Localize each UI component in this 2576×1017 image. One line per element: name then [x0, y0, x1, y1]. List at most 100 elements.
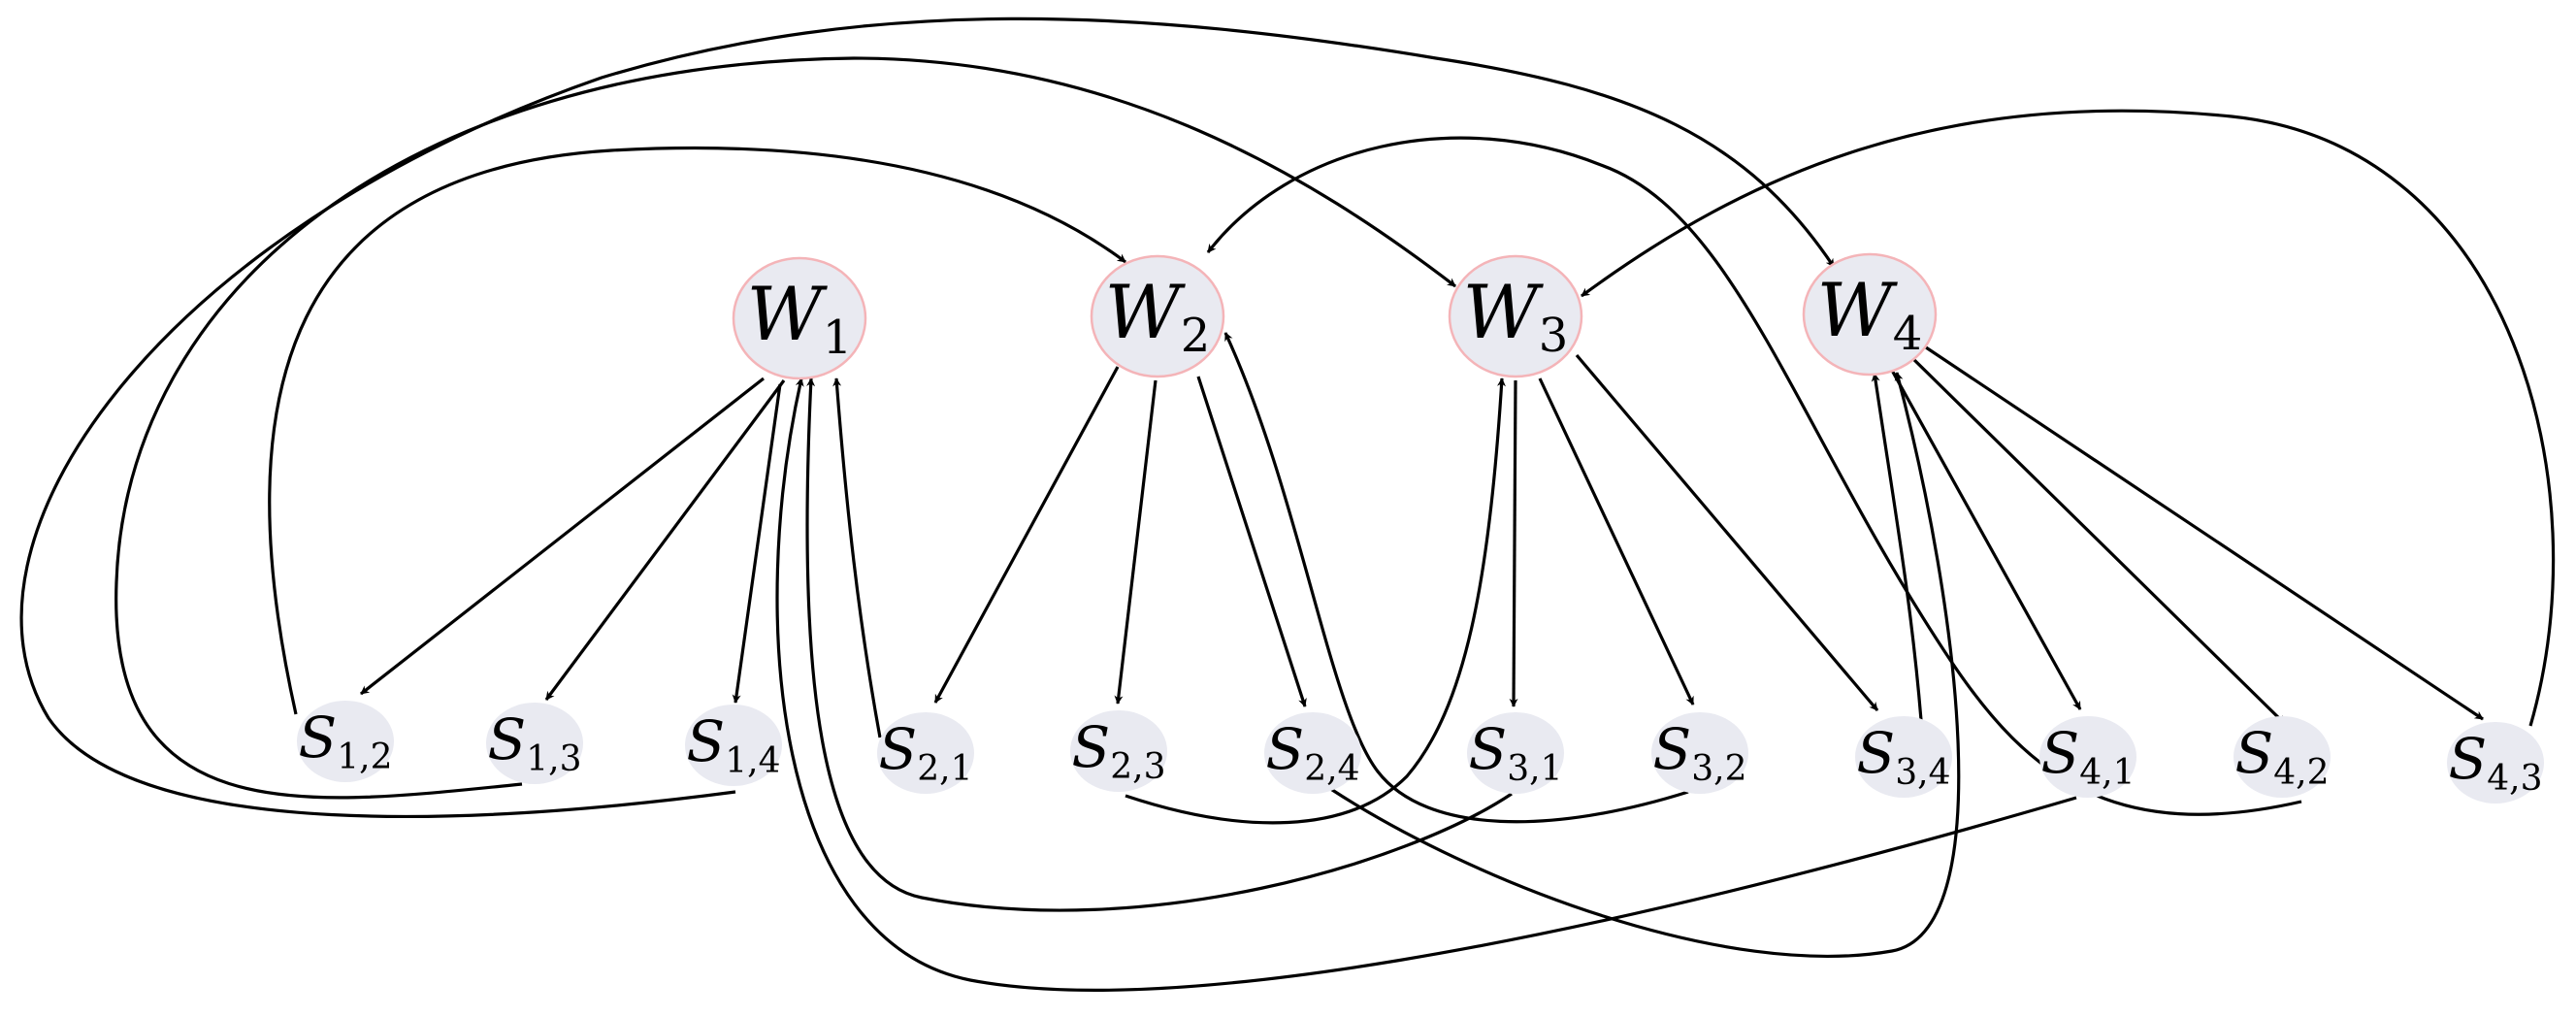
edge-w3-to-s32 — [1538, 377, 1695, 705]
edge-s24-to-w4 — [1328, 372, 1961, 958]
edge-w1-to-s13 — [544, 379, 786, 701]
label-subscript: 3,2 — [1691, 749, 1746, 789]
node-s23: S2,3 — [1070, 710, 1167, 792]
edge-s31-to-w1 — [805, 377, 1513, 912]
label-subscript: 1,2 — [337, 738, 392, 777]
node-w4-label: W4 — [1817, 267, 1923, 361]
node-w3-label: W3 — [1463, 269, 1569, 363]
node-s42-shape — [2234, 716, 2331, 798]
node-s31-shape — [1467, 712, 1564, 794]
node-s24-shape — [1264, 712, 1361, 794]
label-subscript: 2,1 — [917, 749, 972, 789]
node-s21-label: S2,1 — [879, 716, 973, 789]
node-s43-shape — [2447, 722, 2544, 804]
label-subscript: 3,4 — [1895, 753, 1950, 793]
label-base: W — [747, 271, 829, 357]
node-w2-label: W2 — [1105, 269, 1211, 363]
edge-s34-to-w4 — [1871, 373, 1923, 721]
node-w2-shape — [1090, 254, 1225, 378]
edge-w1-to-s14 — [732, 383, 782, 704]
label-base: S — [1469, 716, 1508, 782]
edge-w4-to-s41 — [1888, 366, 2082, 710]
node-s14-shape — [685, 705, 782, 786]
edge-w3-to-s31 — [1509, 379, 1518, 707]
node-w1-label: W1 — [747, 271, 853, 365]
node-s23-label: S2,3 — [1072, 714, 1166, 787]
node-w3-shape — [1448, 254, 1583, 378]
edge-s32-to-w2 — [1223, 332, 1689, 824]
edge-s23-to-w3 — [1125, 377, 1506, 825]
edge-s13-to-w3 — [114, 56, 1456, 800]
node-s23-shape — [1070, 710, 1167, 792]
node-s24: S2,4 — [1264, 712, 1361, 794]
label-subscript: 1,3 — [526, 739, 581, 779]
node-s34: S3,4 — [1855, 716, 1952, 798]
edge-s12-to-w2 — [268, 146, 1126, 715]
label-base: S — [879, 716, 918, 782]
node-s42: S4,2 — [2234, 716, 2331, 798]
node-s14: S1,4 — [685, 705, 782, 786]
node-s13: S1,3 — [486, 703, 583, 784]
label-base: S — [299, 705, 338, 771]
label-subscript: 4,3 — [2487, 759, 2542, 799]
label-base: S — [1072, 714, 1111, 780]
label-subscript: 1 — [823, 311, 853, 365]
node-s41-label: S4,1 — [2041, 720, 2136, 793]
edge-w4-to-s43 — [1922, 344, 2484, 721]
edge-w2-to-s23 — [1114, 379, 1158, 705]
label-base: W — [1463, 269, 1545, 355]
node-s12-shape — [297, 701, 394, 782]
node-w4-shape — [1802, 252, 1938, 377]
edge-s21-to-w1 — [832, 377, 882, 738]
node-s14-label: S1,4 — [687, 708, 781, 781]
node-s34-shape — [1855, 716, 1952, 798]
node-w2: W2 — [1090, 254, 1225, 378]
label-base: S — [488, 706, 527, 772]
node-s32-label: S3,2 — [1653, 716, 1747, 789]
node-s12: S1,2 — [297, 701, 394, 782]
label-base: S — [2449, 726, 2488, 792]
node-s12-label: S1,2 — [299, 705, 393, 777]
label-subscript: 2,4 — [1304, 749, 1359, 789]
label-base: S — [1266, 716, 1305, 782]
label-base: S — [687, 708, 726, 774]
node-s13-label: S1,3 — [488, 706, 582, 779]
edge-s41-to-w1 — [775, 377, 2077, 992]
edge-s14-to-w4 — [19, 16, 1836, 818]
edge-w4-to-s42 — [1908, 353, 2287, 726]
node-s32: S3,2 — [1651, 712, 1748, 794]
label-subscript: 2,3 — [1110, 747, 1165, 787]
label-subscript: 4,2 — [2273, 753, 2329, 793]
edge-w2-to-s21 — [933, 366, 1120, 704]
node-s21: S2,1 — [877, 712, 974, 794]
label-subscript: 4 — [1893, 307, 1923, 361]
label-base: S — [1653, 716, 1692, 782]
label-base: S — [2235, 720, 2274, 786]
node-s41-shape — [2039, 716, 2136, 798]
node-w1-shape — [732, 256, 867, 380]
node-w4: W4 — [1802, 252, 1938, 377]
edge-w3-to-s34 — [1575, 353, 1879, 712]
label-base: W — [1817, 267, 1899, 353]
edge-w2-to-s24 — [1196, 376, 1307, 707]
label-base: S — [1857, 720, 1896, 786]
edge-s42-to-w2 — [1206, 136, 2302, 816]
node-s42-label: S4,2 — [2235, 720, 2330, 793]
node-s32-shape — [1651, 712, 1748, 794]
label-base: S — [2041, 720, 2080, 786]
label-subscript: 4,1 — [2079, 753, 2135, 793]
label-subscript: 3 — [1539, 309, 1569, 363]
node-s43: S4,3 — [2447, 722, 2544, 804]
node-w1: W1 — [732, 256, 867, 380]
label-subscript: 2 — [1181, 309, 1211, 363]
edges-layer — [19, 16, 2556, 992]
edge-w1-to-s12 — [360, 377, 765, 696]
label-subscript: 3,1 — [1507, 749, 1562, 789]
edge-s43-to-w3 — [1581, 109, 2556, 727]
node-s31: S3,1 — [1467, 712, 1564, 794]
node-s31-label: S3,1 — [1469, 716, 1563, 789]
node-s43-label: S4,3 — [2449, 726, 2543, 799]
label-subscript: 1,4 — [725, 741, 780, 781]
